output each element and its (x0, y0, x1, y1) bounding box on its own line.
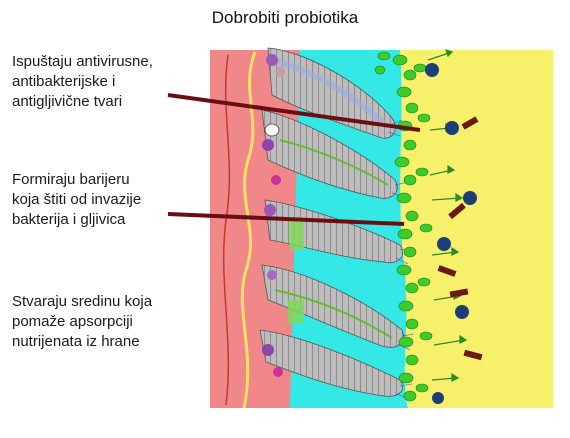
villus-2 (261, 109, 398, 199)
villus-4 (261, 264, 404, 348)
probiotic-bacteria-layer (374, 51, 433, 402)
benefit-label-line: nutrijenata iz hrane (12, 333, 140, 350)
benefit-label-line: Stvaraju sredinu koja (12, 293, 153, 310)
benefit-label-line: pomaže apsorpciji (12, 313, 133, 330)
benefit-label-line: Ispuštaju antivirusne, (12, 53, 153, 70)
diagram-title: Dobrobiti probiotika (211, 8, 359, 27)
pointer-line-1 (167, 93, 421, 132)
membrane-line (240, 51, 257, 409)
benefit-label-line: koja štiti od invazije (12, 191, 142, 208)
pathogen-cocci (425, 63, 477, 404)
pointer-line-2 (167, 212, 405, 226)
pathogen-rods (437, 116, 483, 361)
benefit-label-line: antibakterijske i (12, 73, 116, 90)
villus-5 (259, 329, 403, 397)
immune-cells (262, 54, 304, 377)
vessel-line (222, 54, 231, 406)
benefit-label-line: Formiraju barijeru (12, 171, 130, 188)
benefit-label-antimicrobial: Ispuštaju antivirusne, antibakterijske i… (12, 52, 153, 112)
benefit-label-absorption: Stvaraju sredinu koja pomaže apsorpciji … (12, 292, 152, 352)
benefit-label-line: bakterija i gljivica (12, 211, 126, 228)
benefit-label-barrier: Formiraju barijeru koja štiti od invazij… (12, 170, 141, 230)
lumen-layer (400, 50, 553, 408)
benefit-label-line: antigljivične tvari (12, 93, 123, 110)
